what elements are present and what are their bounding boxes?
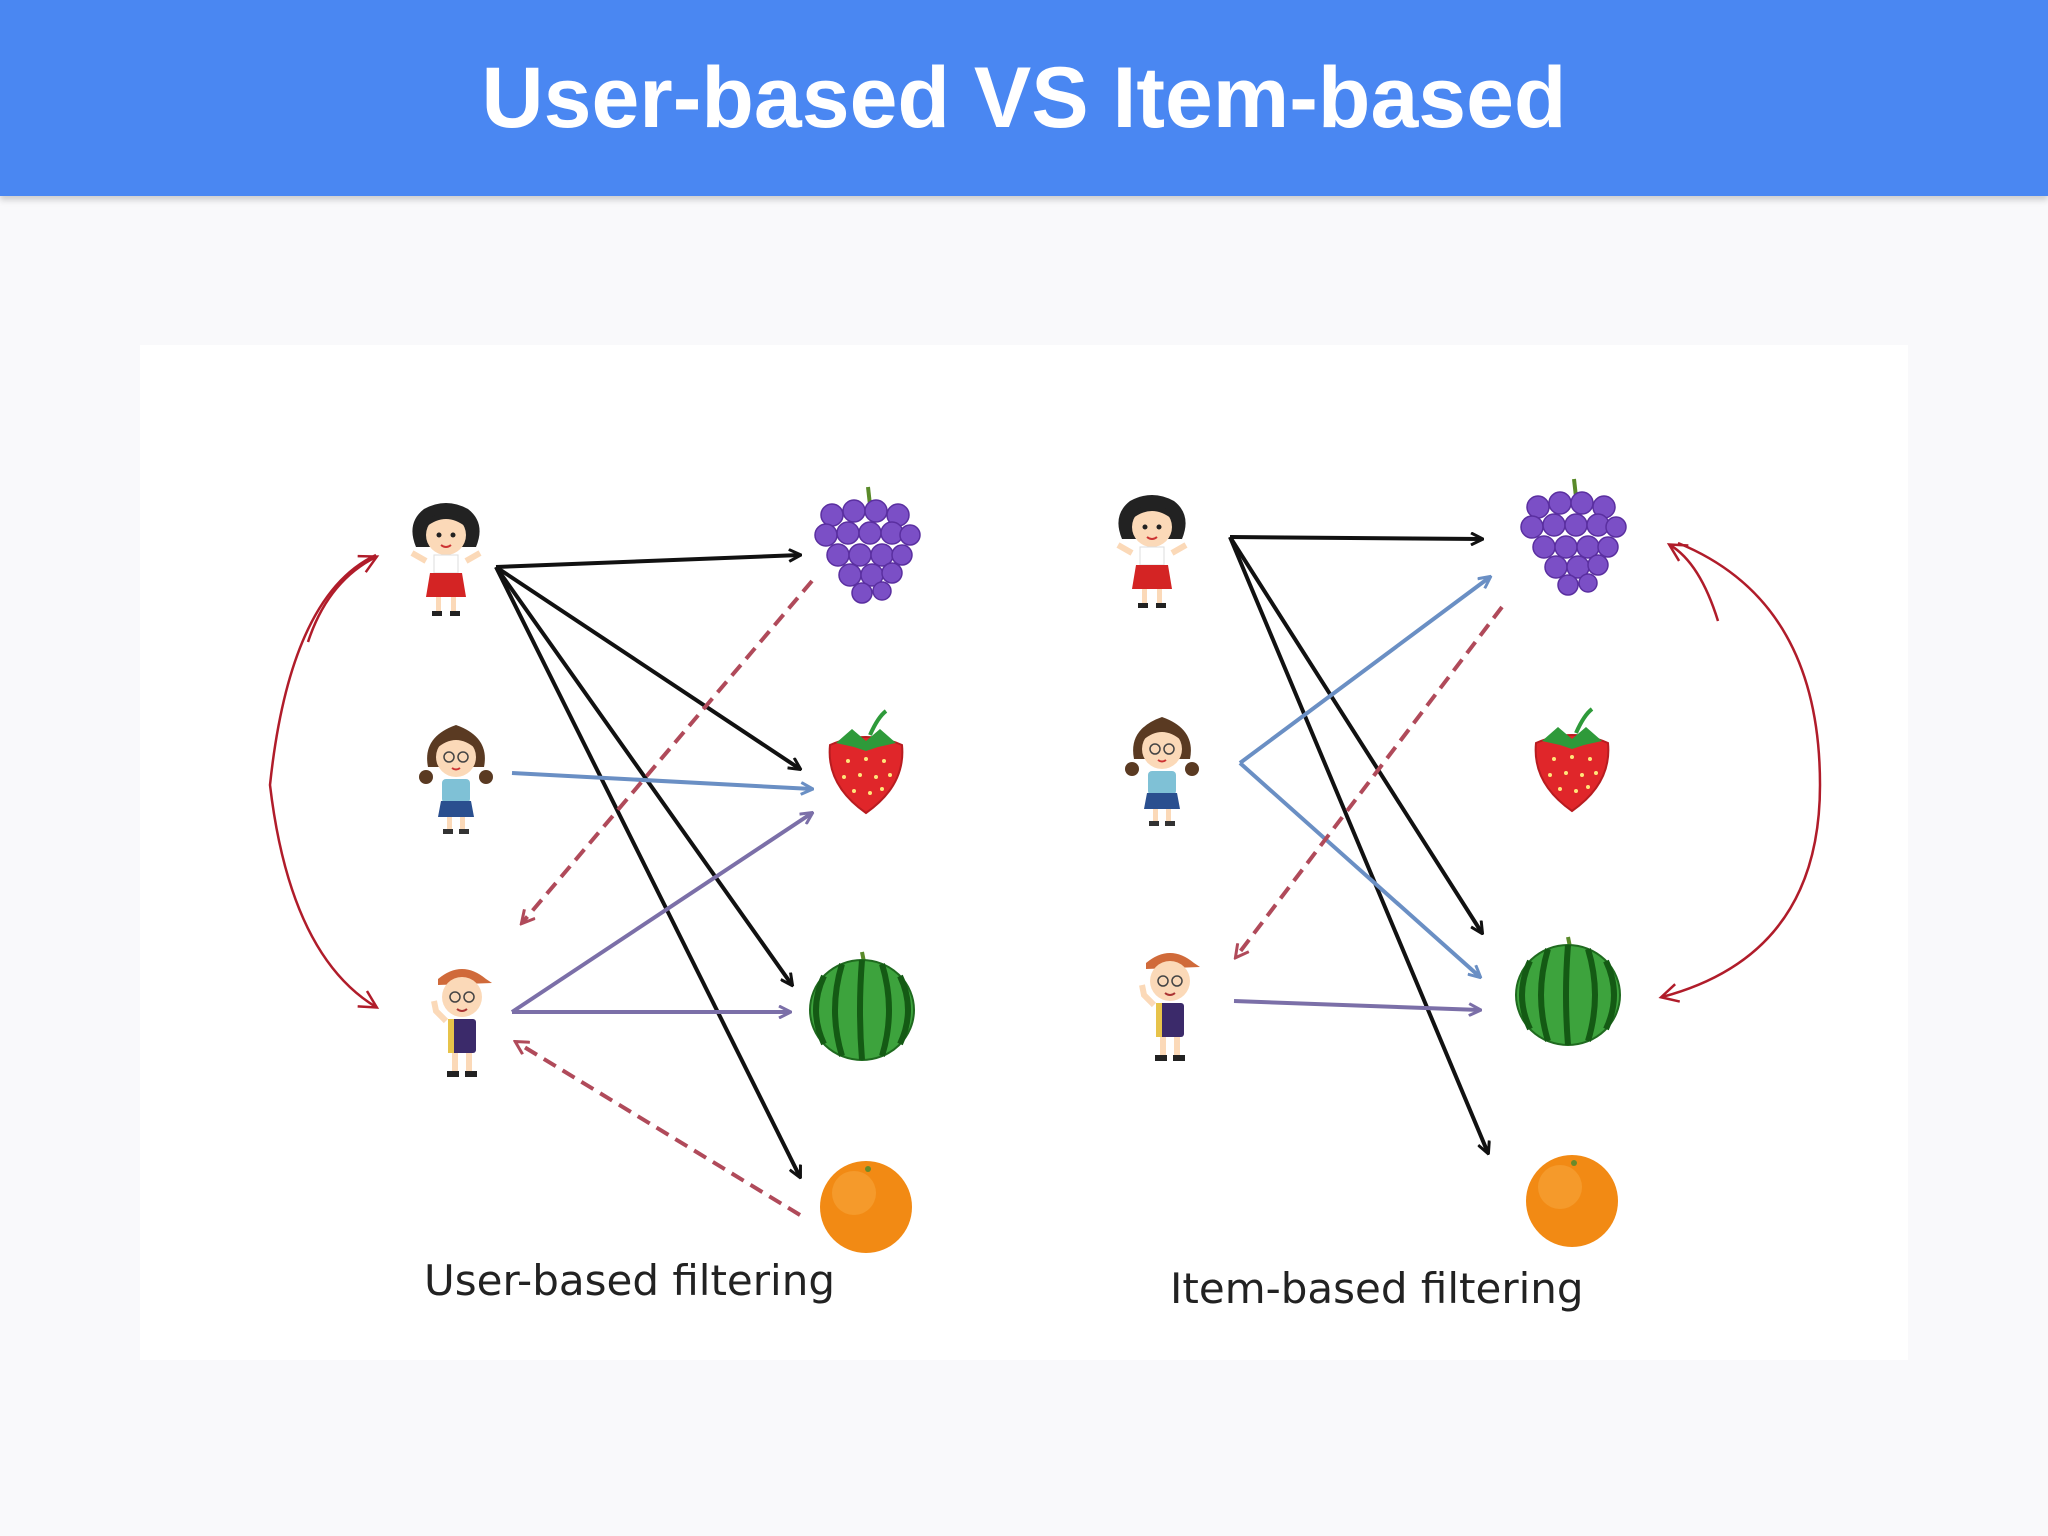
user-similarity-curve-back	[306, 554, 380, 643]
watermelon-icon	[810, 952, 914, 1060]
dashed-grape-to-boy-right	[1236, 605, 1504, 957]
arrow-girl2-strawberry	[511, 771, 812, 789]
right-caption: Item-based filtering	[1170, 1264, 1584, 1313]
user-based-diagram: User-based filtering	[268, 485, 922, 1305]
arrow-girl2-watermelon-right	[1238, 761, 1480, 977]
header-bar: User-based VS Item-based	[0, 0, 2048, 196]
boy-cap-icon	[1142, 953, 1200, 1061]
item-similarity-curve-back	[1666, 543, 1720, 622]
arrow-girl1-grape-right	[1229, 537, 1482, 539]
strawberry-icon	[827, 709, 905, 815]
arrow-girl1-watermelon-right	[1228, 535, 1482, 933]
dashed-orange-to-boy	[516, 1042, 802, 1217]
page-title: User-based VS Item-based	[481, 49, 1567, 146]
girl-pigtails-icon	[418, 724, 494, 835]
left-caption: User-based filtering	[424, 1256, 835, 1305]
girl-red-dress-icon	[412, 503, 480, 616]
arrow-girl2-grape-right	[1238, 577, 1490, 765]
girl-pigtails-icon	[1124, 716, 1200, 827]
diagram-panel: User-based filtering	[140, 345, 1908, 1360]
user-similarity-curve	[268, 553, 380, 1009]
dashed-grape-to-boy	[522, 579, 814, 923]
strawberry-icon	[1533, 707, 1611, 813]
watermelon-icon	[1516, 937, 1620, 1045]
grape-icon	[1519, 477, 1628, 597]
arrow-girl1-orange-right	[1228, 536, 1488, 1153]
arrow-girl1-watermelon	[494, 565, 792, 985]
item-similarity-curve	[1658, 541, 1822, 1003]
arrow-girl1-grape	[495, 555, 800, 569]
grape-icon	[813, 485, 922, 605]
arrow-boy-watermelon-right	[1233, 999, 1480, 1010]
orange-icon	[1526, 1155, 1618, 1247]
arrow-boy-strawberry	[510, 813, 812, 1014]
diagram-svg: User-based filtering	[268, 477, 1822, 1313]
item-based-diagram: Item-based filtering	[1118, 477, 1822, 1313]
boy-cap-icon	[434, 969, 492, 1077]
arrow-girl1-orange	[494, 566, 800, 1177]
girl-red-dress-icon	[1118, 495, 1186, 608]
arrow-girl1-strawberry	[494, 565, 800, 769]
orange-icon	[820, 1161, 912, 1253]
